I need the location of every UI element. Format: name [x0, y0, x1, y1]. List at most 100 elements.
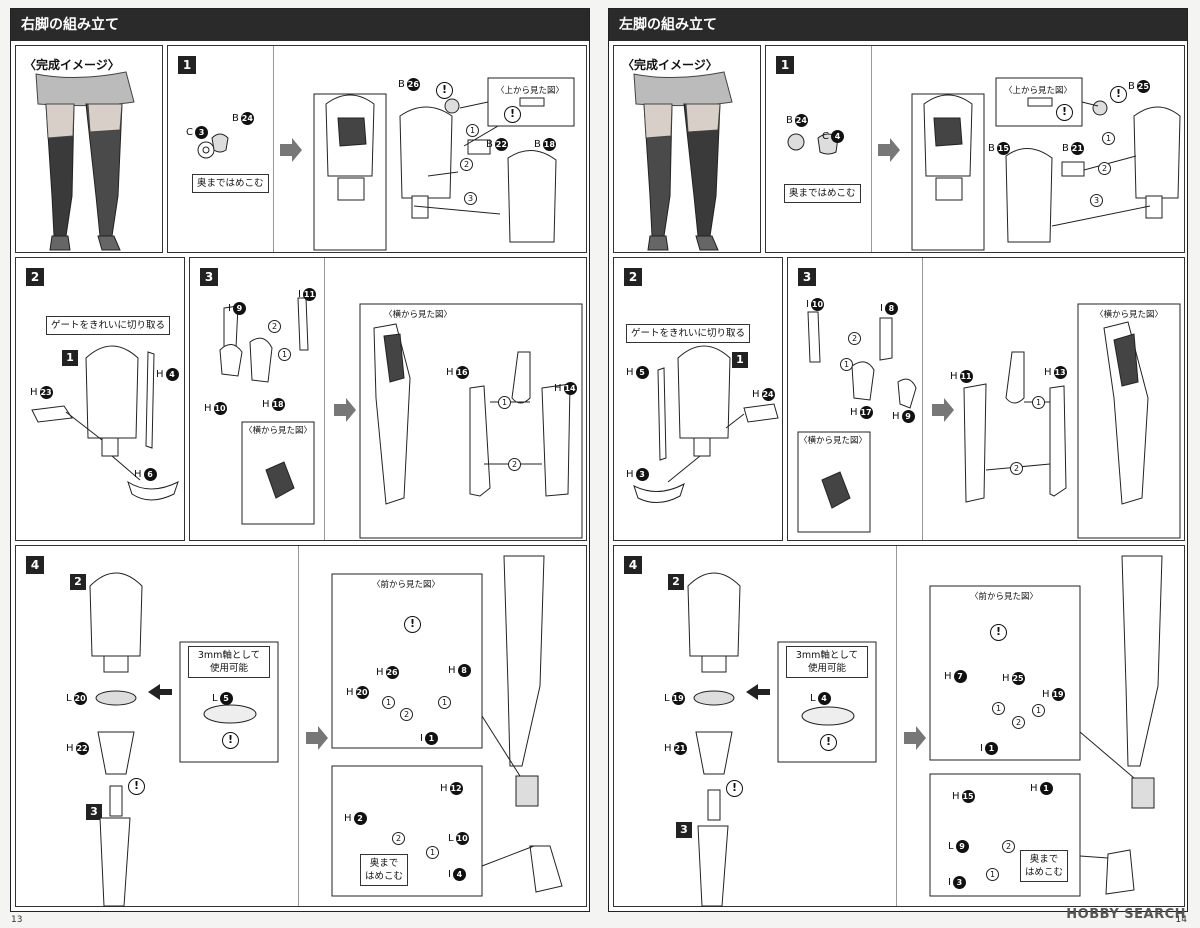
front-view-label: 〈前から見た図〉 [969, 592, 1038, 602]
side-view-label-2: 〈横から見た図〉 [1094, 310, 1163, 320]
step-1-diagram [197, 77, 575, 251]
order-marker: 1 [466, 124, 479, 137]
order-marker: 1 [426, 846, 439, 859]
top-view-label: 〈上から見た図〉 [495, 86, 564, 96]
order-marker: 1 [382, 696, 395, 709]
caution-icon: ! [404, 616, 421, 633]
caution-icon: ! [128, 778, 145, 795]
step-number: 3 [798, 268, 816, 286]
step-number: 1 [178, 56, 196, 74]
step-number: 2 [624, 268, 642, 286]
caution-icon: ! [990, 624, 1007, 641]
watermark-logo: HOBBY SEARCH [1066, 907, 1186, 922]
legs-illustration [35, 71, 135, 251]
side-view-label: 〈横から見た図〉 [243, 426, 312, 436]
side-view-label: 〈横から見た図〉 [798, 436, 867, 446]
gate-note: ゲートをきれいに切り取る [46, 316, 171, 335]
front-view-label: 〈前から見た図〉 [371, 580, 440, 590]
step-number: 4 [26, 556, 44, 574]
step-4-diagram [687, 555, 1163, 907]
sub-step-number: 1 [732, 352, 748, 368]
order-marker: 2 [268, 320, 281, 333]
shaft-note: 3mm軸として 使用可能 [188, 646, 270, 678]
order-marker: 2 [848, 332, 861, 345]
push-in-note: 奥まで はめこむ [1020, 850, 1069, 882]
top-view-label: 〈上から見た図〉 [1003, 86, 1072, 96]
order-marker: 1 [1032, 704, 1045, 717]
order-marker: 2 [1098, 162, 1111, 175]
caution-icon: ! [820, 734, 837, 751]
sub-step-number: 2 [668, 574, 684, 590]
order-marker: 1 [498, 396, 511, 409]
order-marker: 2 [1012, 716, 1025, 729]
step-1-diagram [787, 77, 1181, 251]
page-title: 右脚の組み立て [11, 9, 589, 41]
sub-step-number: 3 [86, 804, 102, 820]
step-3-diagram [219, 297, 583, 539]
order-marker: 1 [1032, 396, 1045, 409]
order-marker: 1 [1102, 132, 1115, 145]
caution-icon: ! [1110, 86, 1127, 103]
page-number: 13 [11, 915, 23, 925]
step-2-diagram [31, 345, 179, 501]
order-marker: 2 [400, 708, 413, 721]
sub-step-number: 2 [70, 574, 86, 590]
sub-step-number: 1 [62, 350, 78, 366]
step-2-diagram [633, 345, 779, 503]
order-marker: 2 [1002, 840, 1015, 853]
order-marker: 3 [464, 192, 477, 205]
completion-image-panel: 〈完成イメージ〉 [15, 45, 163, 253]
caution-icon: ! [1056, 104, 1073, 121]
order-marker: 2 [460, 158, 473, 171]
caution-icon: ! [222, 732, 239, 749]
order-marker: 1 [278, 348, 291, 361]
step-number: 2 [26, 268, 44, 286]
completion-label: 〈完成イメージ〉 [24, 58, 120, 72]
order-marker: 1 [992, 702, 1005, 715]
instruction-page-right-leg: 右脚の組み立て 〈完成イメージ〉 1 [10, 8, 590, 925]
step-number: 1 [776, 56, 794, 74]
order-marker: 1 [840, 358, 853, 371]
